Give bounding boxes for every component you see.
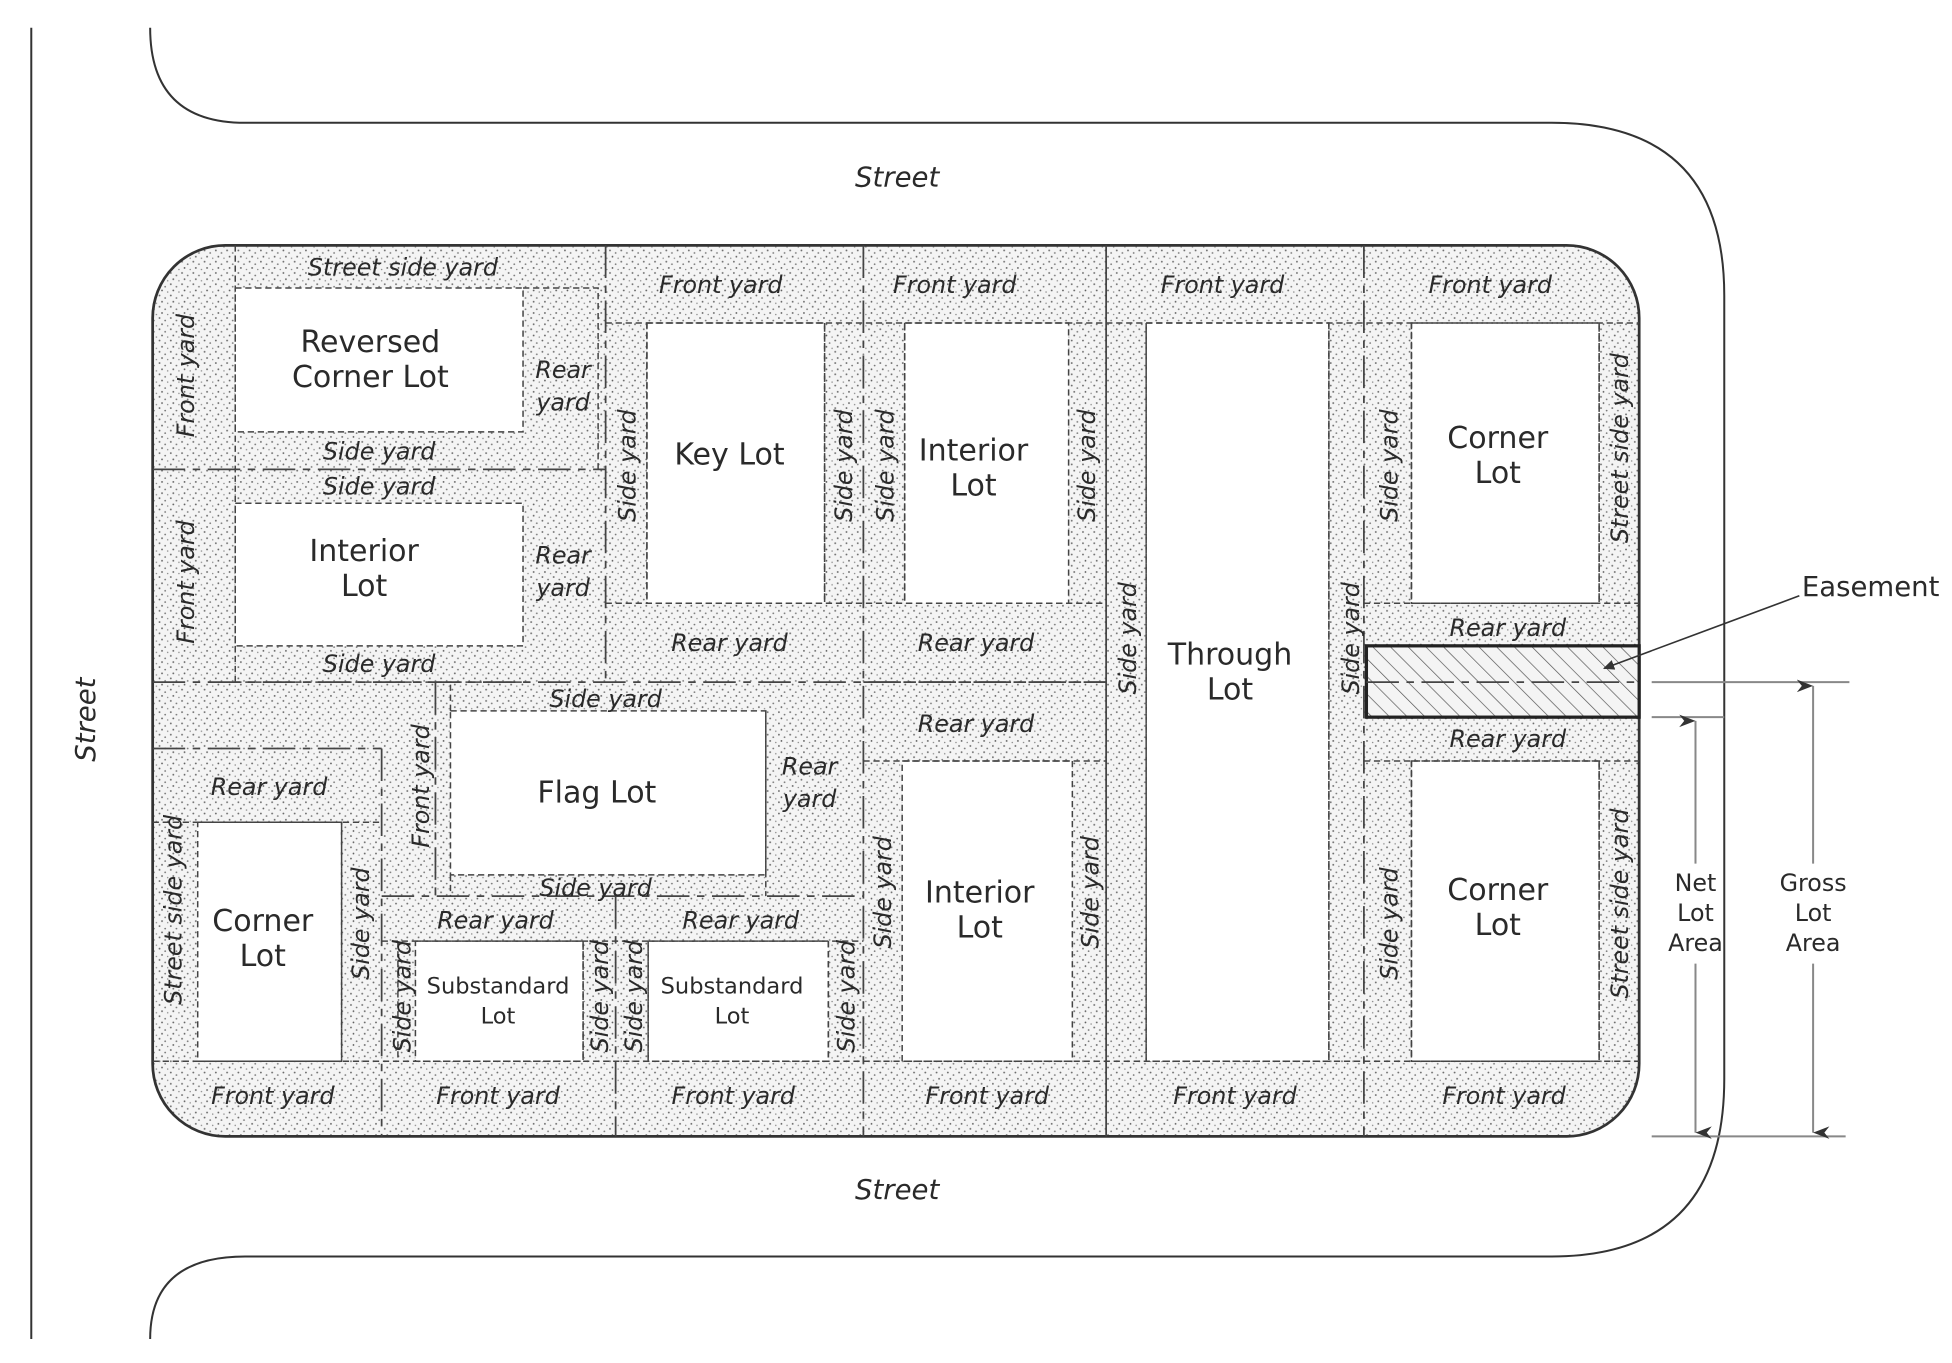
street-side-yard-label: Street side yard xyxy=(159,814,187,1005)
side-yard-label: Side yard xyxy=(620,939,648,1052)
side-yard-label: Side yard xyxy=(1073,409,1101,522)
front-yard-label: Front yard xyxy=(926,1082,1050,1110)
street-side-yard-label: Street side yard xyxy=(308,253,499,281)
side-yard-label: Side yard xyxy=(388,939,416,1052)
side-yard-label: Side yard xyxy=(871,409,899,522)
street-label-top: Street xyxy=(855,162,940,194)
buildable-substandard-lot-1 xyxy=(414,940,584,1063)
side-yard-label: Side yard xyxy=(586,939,614,1052)
buildable-substandard-lot-2 xyxy=(647,940,830,1063)
rear-yard-label: Rear yard xyxy=(918,629,1035,657)
buildable-key-lot xyxy=(646,322,826,605)
street-label-bottom: Street xyxy=(855,1174,940,1206)
lot-label-key: Key Lot xyxy=(674,437,785,472)
rear-yard-label: Rear yard xyxy=(918,710,1035,738)
easement-label: Easement xyxy=(1802,571,1940,603)
rear-yard-label: Rear yard xyxy=(671,629,788,657)
side-yard-label: Side yard xyxy=(869,835,897,948)
rear-yard-label: Rear yard xyxy=(211,773,328,801)
street-side-yard-label: Street side yard xyxy=(1606,352,1634,543)
buildable-interior-lot-top xyxy=(903,322,1070,605)
side-yard-label: Side yard xyxy=(323,472,436,500)
front-yard-label: Front yard xyxy=(1442,1082,1566,1110)
front-yard-label: Front yard xyxy=(659,271,783,299)
front-yard-label: Front yard xyxy=(172,519,200,643)
buildable-corner-lot-bottom-right xyxy=(1410,760,1600,1063)
buildable-interior-lot-bottom xyxy=(901,760,1074,1063)
front-yard-label: Front yard xyxy=(436,1082,560,1110)
buildable-reversed-corner-lot xyxy=(234,287,524,433)
side-yard-label: Side yard xyxy=(549,685,662,713)
side-yard-label: Side yard xyxy=(833,939,861,1052)
front-yard-label: Front yard xyxy=(672,1082,796,1110)
buildable-corner-lot-top-right xyxy=(1410,322,1600,605)
rear-yard-label: Rear yard xyxy=(1450,725,1567,753)
rear-yard-label: Rear yard xyxy=(437,907,554,935)
front-yard-label: Front yard xyxy=(893,271,1017,299)
side-yard-label: Side yard xyxy=(1376,866,1404,979)
side-yard-label: Side yard xyxy=(1077,835,1105,948)
side-yard-label: Side yard xyxy=(830,409,858,522)
front-yard-label: Front yard xyxy=(172,313,200,437)
side-yard-label: Side yard xyxy=(1337,581,1365,694)
front-yard-label: Front yard xyxy=(1429,271,1553,299)
side-yard-label: Side yard xyxy=(323,650,436,678)
side-yard-label: Side yard xyxy=(614,409,642,522)
side-yard-label: Side yard xyxy=(323,437,436,465)
buildable-corner-lot-bottom-left xyxy=(196,821,343,1063)
front-yard-label: Front yard xyxy=(1161,271,1285,299)
front-yard-label: Front yard xyxy=(407,723,435,847)
street-label-left: Street xyxy=(70,676,102,761)
yard-setback-lines xyxy=(152,245,1640,1063)
street-side-yard-label: Street side yard xyxy=(1606,808,1634,999)
buildable-flag-lot xyxy=(449,710,767,876)
rear-yard-label: Rear yard xyxy=(1450,614,1567,642)
front-yard-label: Front yard xyxy=(211,1082,335,1110)
area-dimension-lines xyxy=(1651,679,1850,1139)
buildable-interior-lot-left xyxy=(234,502,524,647)
side-yard-label: Side yard xyxy=(1114,581,1142,694)
side-yard-label: Side yard xyxy=(1376,409,1404,522)
rear-yard-label: Rear yard xyxy=(683,907,800,935)
lot-lines xyxy=(152,245,1365,1137)
buildable-areas xyxy=(196,287,1600,1063)
lot-label-flag: Flag Lot xyxy=(537,775,656,810)
outer-curb xyxy=(149,27,1726,1340)
easement-leader-arrow xyxy=(1602,595,1800,670)
side-yard-label: Side yard xyxy=(347,866,375,979)
front-yard-label: Front yard xyxy=(1173,1082,1297,1110)
side-yard-label: Side yard xyxy=(539,874,652,902)
